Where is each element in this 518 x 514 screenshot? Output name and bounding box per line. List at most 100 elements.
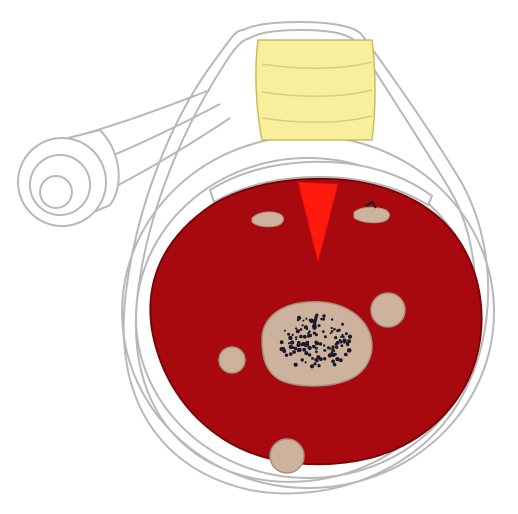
marrow-dot: [296, 343, 300, 347]
marrow-dot: [295, 338, 297, 340]
marrow-dot: [292, 350, 296, 354]
marrow-dot: [300, 328, 303, 331]
marrow-dot: [336, 341, 340, 345]
marrow-dot: [280, 340, 284, 344]
marrow-dot: [329, 347, 331, 349]
marrow-dot: [285, 354, 288, 357]
marrow-dot: [289, 352, 293, 356]
marrow-dot: [309, 319, 314, 324]
marrow-dot: [294, 363, 298, 367]
vessel-left: [252, 212, 283, 227]
marrow-dot: [288, 342, 290, 344]
marrow-dot: [314, 341, 317, 344]
marrow-dot: [310, 364, 314, 368]
marrow-dot: [341, 344, 344, 347]
vessel-upper-right: [371, 293, 405, 327]
marrow-dot: [319, 358, 321, 360]
marrow-dot: [340, 336, 342, 338]
marrow-dot: [297, 316, 301, 320]
marrow-dot: [315, 314, 318, 317]
marrow-dot: [284, 330, 286, 332]
marrow-dot: [299, 335, 303, 339]
marrow-dot: [343, 341, 345, 343]
marrow-dot: [301, 343, 304, 346]
vessel-bottom: [270, 439, 304, 473]
marrow-dot: [345, 354, 348, 357]
marrow-dot: [341, 323, 344, 326]
marrow-dot: [289, 345, 293, 349]
bone: [262, 302, 372, 386]
marrow-dot: [292, 334, 294, 336]
marrow-dot: [294, 347, 297, 350]
vessel-right: [354, 207, 389, 223]
marrow-dot: [302, 348, 306, 352]
marrow-dot: [340, 340, 343, 343]
marrow-dot: [322, 330, 325, 333]
marrow-dot: [314, 358, 317, 361]
marrow-dot: [341, 334, 343, 336]
vessel-left-middle: [219, 347, 245, 373]
marrow-dot: [347, 339, 351, 343]
strap-tail-upper: [62, 90, 210, 140]
marrow-dot: [302, 324, 304, 326]
marrow-dot: [288, 336, 292, 340]
marrow-dot: [333, 350, 335, 352]
marrow-dot: [304, 351, 308, 355]
marrow-dot: [307, 335, 310, 338]
marrow-dot: [312, 345, 314, 347]
marrow-dot: [333, 363, 337, 367]
marrow-dot: [345, 332, 348, 335]
marrow-dot: [298, 330, 300, 332]
marrow-dot: [313, 362, 316, 365]
marrow-dot: [334, 353, 337, 356]
marrow-dot: [323, 349, 326, 352]
marrow-dot: [304, 325, 308, 329]
marrow-dot: [328, 353, 332, 357]
marrow-dot: [335, 357, 339, 361]
marrow-dot: [331, 360, 335, 364]
marrow-dot: [315, 333, 318, 336]
marrow-dot: [320, 318, 323, 321]
marrow-dot: [305, 318, 307, 320]
marrow-dot: [348, 335, 352, 339]
marrow-dot: [297, 348, 301, 352]
bandage-roll-icon: [18, 130, 119, 226]
marrow-dot: [315, 347, 318, 350]
marrow-dot: [290, 341, 293, 344]
marrow-dot: [308, 330, 311, 333]
marrow-dot: [287, 333, 290, 336]
marrow-dot: [312, 325, 314, 327]
marrow-dot: [332, 345, 335, 348]
marrow-dot: [347, 348, 352, 353]
marrow-dot: [318, 324, 321, 327]
marrow-dot: [308, 353, 311, 356]
marrow-dot: [302, 320, 304, 322]
marrow-dot: [331, 327, 333, 329]
marrow-dot: [338, 329, 341, 332]
marrow-dot: [305, 343, 310, 348]
tourniquet-cap-icon: [256, 40, 375, 140]
marrow-dot: [333, 328, 336, 331]
marrow-dot: [334, 336, 337, 339]
marrow-dot: [318, 365, 321, 368]
marrow-dot: [303, 335, 307, 339]
marrow-dot: [335, 346, 338, 349]
marrow-dot: [311, 357, 314, 360]
marrow-dot: [295, 336, 297, 338]
marrow-dot: [282, 347, 284, 349]
roll-end-outer: [18, 138, 106, 226]
marrow-dot: [305, 361, 307, 363]
marrow-dot: [322, 314, 325, 317]
marrow-dot: [313, 320, 316, 323]
marrow-dot: [323, 357, 326, 360]
marrow-dot: [331, 318, 333, 320]
marrow-dot: [330, 332, 332, 334]
marrow-dot: [324, 335, 327, 338]
marrow-dot: [331, 330, 334, 333]
cap-body: [256, 40, 375, 140]
marrow-dot: [319, 342, 322, 345]
marrow-dot: [315, 350, 318, 353]
marrow-dot: [323, 344, 325, 346]
marrow-dot: [301, 358, 304, 361]
